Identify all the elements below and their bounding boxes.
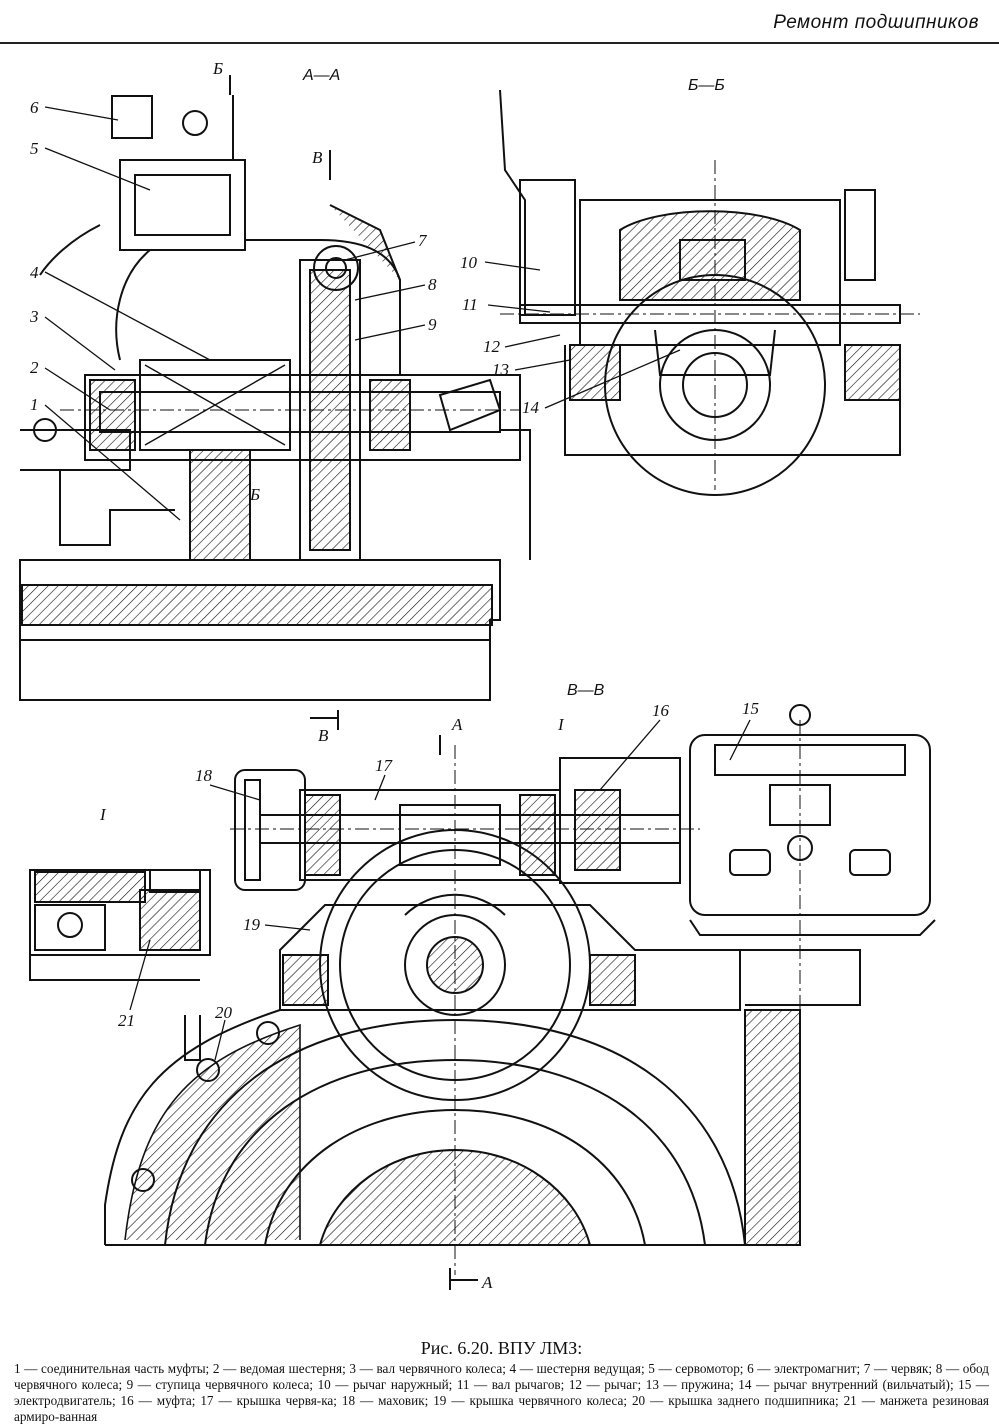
figure-caption: Рис. 6.20. ВПУ ЛМЗ: 1 — соединительная ч…	[14, 1338, 989, 1425]
cut-mark-b-top: Б	[212, 59, 223, 78]
caption-title: Рис. 6.20. ВПУ ЛМЗ:	[420, 1338, 583, 1358]
view-vv	[104, 704, 936, 1290]
callout-3: 3	[29, 307, 39, 326]
callout-8: 8	[428, 275, 437, 294]
section-title-bb: Б—Б	[688, 77, 725, 94]
callout-2: 2	[30, 358, 39, 377]
cut-mark-a-top: А	[451, 715, 463, 734]
cut-mark-v-top: В	[312, 148, 323, 167]
caption-legend: 1 — соединительная часть муфты; 2 — ведо…	[14, 1361, 989, 1424]
leader-lines	[44, 106, 751, 1061]
section-title-aa: А—А	[302, 67, 340, 84]
header-rule	[0, 42, 999, 44]
cut-mark-i: I	[557, 715, 565, 734]
callout-12: 12	[483, 337, 501, 356]
callout-4: 4	[30, 263, 39, 282]
callout-13: 13	[492, 360, 509, 379]
view-aa	[19, 75, 531, 701]
detail-title-i: I	[99, 805, 107, 824]
callout-19: 19	[243, 915, 261, 934]
cut-mark-v-left: В	[318, 726, 329, 745]
callout-21: 21	[118, 1011, 135, 1030]
callout-15: 15	[742, 699, 759, 718]
page-header: Ремонт подшипников	[0, 0, 999, 44]
view-bb	[499, 89, 920, 496]
technical-drawing: А—А Б—Б В—В I Б Б В В А А I 6 5 4 3 2 1 …	[19, 59, 936, 1292]
running-head: Ремонт подшипников	[773, 12, 979, 33]
callout-11: 11	[462, 295, 478, 314]
cut-mark-a-bottom: А	[481, 1273, 493, 1292]
callout-5: 5	[30, 139, 39, 158]
callout-1: 1	[30, 395, 39, 414]
section-title-vv: В—В	[567, 682, 605, 699]
callout-7: 7	[418, 231, 428, 250]
callout-10: 10	[460, 253, 478, 272]
callout-18: 18	[195, 766, 213, 785]
callout-6: 6	[30, 98, 39, 117]
callout-17: 17	[375, 756, 394, 775]
callout-20: 20	[215, 1003, 233, 1022]
callout-9: 9	[428, 315, 437, 334]
cut-mark-b-bottom: Б	[249, 485, 260, 504]
detail-i	[29, 869, 211, 981]
callout-14: 14	[522, 398, 540, 417]
callout-16: 16	[652, 701, 670, 720]
